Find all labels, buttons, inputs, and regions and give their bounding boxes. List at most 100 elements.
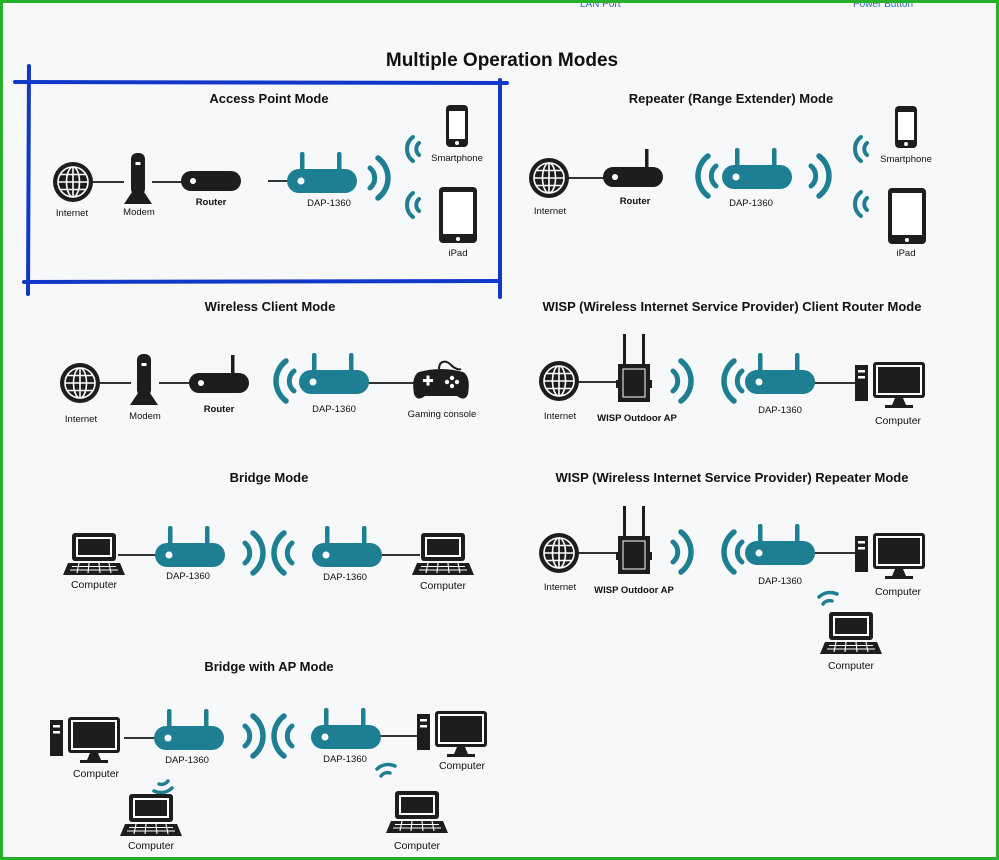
dap-1360-icon [312, 526, 382, 567]
device-label: DAP-1360 [323, 754, 367, 765]
device-label: DAP-1360 [165, 755, 209, 766]
computer-label: Computer [875, 415, 922, 427]
wisp-outdoor-ap-label: WISP Outdoor AP [594, 585, 674, 596]
laptop-computer-icon [62, 532, 126, 576]
internet-label: Internet [65, 414, 98, 425]
repeater-mode-title: Repeater (Range Extender) Mode [629, 91, 833, 106]
wisp-outdoor-ap-label: WISP Outdoor AP [597, 413, 677, 424]
dap-1360-icon [287, 152, 357, 193]
device-label: DAP-1360 [323, 572, 367, 583]
gaming-console-label: Gaming console [408, 409, 477, 420]
highlight-box [13, 64, 509, 299]
computer-label: Computer [875, 586, 922, 598]
bridge-mode: Bridge Mode Computer DAP-1360 DAP-1360 C… [62, 470, 475, 592]
wireless-signal-icon [817, 590, 839, 606]
router-label: Router [204, 404, 235, 415]
wisp-repeater-mode-title: WISP (Wireless Internet Service Provider… [556, 470, 909, 485]
laptop-label: Computer [828, 660, 875, 672]
modem-label: Modem [123, 207, 155, 218]
laptop-computer-icon [819, 611, 883, 655]
wireless-signal-icon [152, 779, 174, 795]
wireless-signal-icon [245, 533, 263, 573]
modem-icon [124, 153, 152, 204]
modem-label: Modem [129, 411, 161, 422]
computer-label: Computer [420, 580, 467, 592]
ipad-label: iPad [448, 248, 467, 259]
internet-globe-icon [52, 161, 94, 203]
wireless-signal-icon [673, 361, 691, 401]
tablet-icon [888, 188, 926, 244]
internet-label: Internet [534, 206, 567, 217]
ipad-label: iPad [896, 248, 915, 259]
dap-1360-icon [155, 526, 225, 567]
desktop-computer-icon [50, 717, 120, 763]
main-title: Multiple Operation Modes [386, 50, 618, 71]
wireless-signal-icon [274, 533, 292, 573]
computer-label: Computer [71, 579, 118, 591]
computer-label: Computer [439, 760, 486, 772]
wireless-signal-icon [811, 156, 829, 196]
internet-label: Internet [544, 582, 577, 593]
router-icon [189, 355, 249, 393]
dap-1360-icon [311, 708, 381, 749]
gaming-console-icon [412, 360, 470, 400]
computer-label: Computer [73, 768, 120, 780]
router-label: Router [620, 196, 651, 207]
wireless-signal-icon [370, 158, 388, 198]
bridge-with-ap-mode-title: Bridge with AP Mode [204, 659, 333, 674]
smartphone-label: Smartphone [880, 154, 932, 165]
bridge-with-ap-mode: Bridge with AP Mode Computer DAP-1360 DA… [50, 659, 487, 852]
wireless-client-mode-title: Wireless Client Mode [205, 299, 336, 314]
laptop-label: Computer [394, 840, 441, 852]
wireless-signal-icon [375, 762, 397, 778]
wireless-signal-icon [245, 716, 263, 756]
access-point-mode-title: Access Point Mode [209, 91, 328, 106]
device-label: DAP-1360 [307, 198, 351, 209]
header-lan-port-label: LAN Port [580, 0, 621, 10]
desktop-computer-icon [855, 362, 925, 408]
wisp-repeater-mode: WISP (Wireless Internet Service Provider… [538, 470, 925, 672]
repeater-mode: Repeater (Range Extender) Mode Internet … [528, 91, 932, 259]
dap-1360-icon [745, 353, 815, 394]
wisp-outdoor-ap-icon [615, 333, 653, 403]
wireless-signal-icon [276, 361, 294, 401]
dap-1360-icon [722, 148, 792, 189]
wisp-outdoor-ap-icon [615, 505, 653, 575]
internet-globe-icon [528, 157, 570, 199]
wireless-signal-icon [853, 190, 869, 218]
header-power-button-label: Power Button [853, 0, 913, 10]
wireless-signal-icon [673, 532, 691, 572]
desktop-computer-icon [855, 533, 925, 579]
internet-globe-icon [538, 532, 580, 574]
device-label: DAP-1360 [312, 404, 356, 415]
internet-label: Internet [56, 208, 89, 219]
laptop-computer-icon [385, 790, 449, 834]
wireless-signal-icon [724, 532, 742, 572]
wireless-signal-icon [405, 191, 421, 219]
internet-globe-icon [538, 360, 580, 402]
smartphone-label: Smartphone [431, 153, 483, 164]
modem-icon [130, 354, 158, 405]
laptop-label: Computer [128, 840, 175, 852]
smartphone-icon [895, 106, 917, 148]
dap-1360-icon [154, 709, 224, 750]
internet-label: Internet [544, 411, 577, 422]
wisp-client-router-mode-title: WISP (Wireless Internet Service Provider… [543, 299, 922, 314]
tablet-icon [439, 187, 477, 243]
wireless-signal-icon [853, 135, 869, 163]
internet-globe-icon [59, 362, 101, 404]
wireless-signal-icon [698, 156, 716, 196]
bridge-mode-title: Bridge Mode [230, 470, 309, 485]
dap-1360-icon [299, 353, 369, 394]
device-label: DAP-1360 [758, 576, 802, 587]
smartphone-icon [446, 105, 468, 147]
access-point-mode: Access Point Mode Internet Modem Router … [52, 91, 483, 259]
wireless-signal-icon [405, 135, 421, 163]
laptop-computer-icon [411, 532, 475, 576]
device-label: DAP-1360 [758, 405, 802, 416]
desktop-computer-icon [417, 711, 487, 757]
wireless-signal-icon [724, 361, 742, 401]
router-icon [603, 149, 663, 187]
